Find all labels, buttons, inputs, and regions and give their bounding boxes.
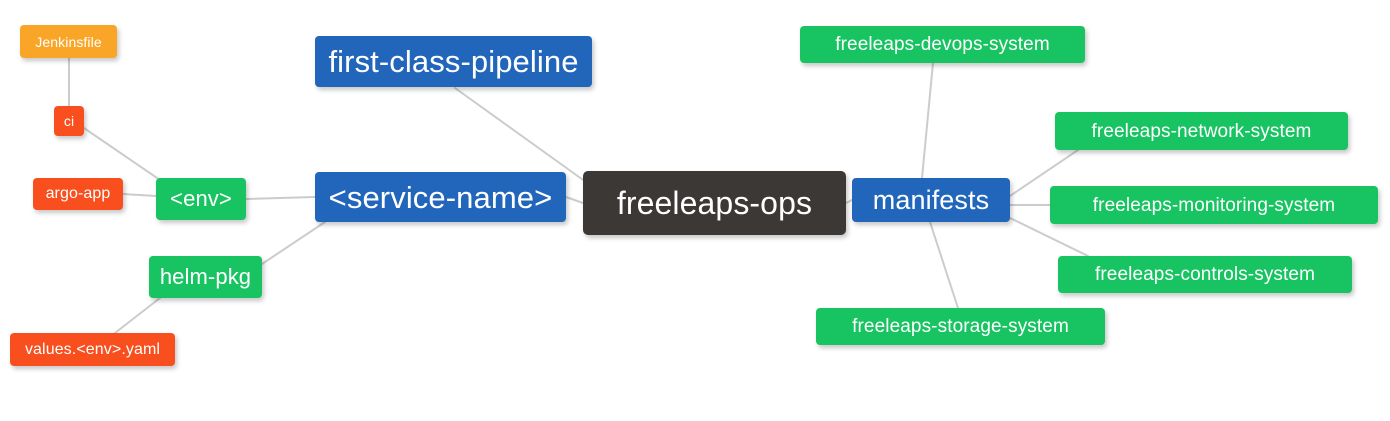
mindmap-node-label: freeleaps-controls-system [1094,264,1316,285]
mindmap-node-controls[interactable]: freeleaps-controls-system [1058,256,1352,293]
edge-manifests-to-storage [929,221,959,309]
edge-manifests-to-devops [921,62,934,179]
edge-service-to-env [245,196,316,200]
edge-helm-to-valuesyaml [114,297,161,334]
mindmap-node-label: first-class-pipeline [328,44,579,79]
mindmap-node-env[interactable]: <env> [156,178,246,220]
mindmap-node-label: freeleaps-storage-system [852,316,1069,337]
mindmap-node-manifests[interactable]: manifests [852,178,1010,222]
mindmap-node-helm[interactable]: helm-pkg [149,256,262,298]
mindmap-node-valuesyaml[interactable]: values.<env>.yaml [10,333,175,366]
mindmap-node-root[interactable]: freeleaps-ops [583,171,846,235]
mindmap-node-argoapp[interactable]: argo-app [33,178,123,210]
mindmap-node-label: ci [63,113,75,129]
mindmap-node-service[interactable]: <service-name> [315,172,566,222]
mindmap-node-label: <service-name> [328,179,553,215]
mindmap-node-label: helm-pkg [159,264,252,289]
edge-env-to-ci [83,127,161,181]
mindmap-node-label: freeleaps-network-system [1091,120,1312,142]
edge-root-to-pipeline [454,87,587,183]
mindmap-node-label: freeleaps-devops-system [835,34,1050,55]
mindmap-node-devops[interactable]: freeleaps-devops-system [800,26,1085,63]
mindmap-node-monitoring[interactable]: freeleaps-monitoring-system [1050,186,1378,224]
mindmap-node-ci[interactable]: ci [54,106,84,136]
edge-env-to-argoapp [122,193,157,197]
mindmap-node-pipeline[interactable]: first-class-pipeline [315,36,592,87]
mindmap-node-label: values.<env>.yaml [24,340,161,358]
mindmap-node-label: argo-app [45,185,111,202]
mindmap-node-label: manifests [872,184,990,215]
mindmap-node-jenkinsfile[interactable]: Jenkinsfile [20,25,117,58]
mindmap-node-label: Jenkinsfile [35,33,102,50]
mindmap-node-label: freeleaps-ops [616,185,813,221]
edge-root-to-service [565,196,584,204]
mindmap-node-storage[interactable]: freeleaps-storage-system [816,308,1105,345]
edge-service-to-helm [261,221,326,265]
mindmap-node-label: freeleaps-monitoring-system [1092,194,1336,216]
mindmap-node-network[interactable]: freeleaps-network-system [1055,112,1348,150]
mindmap-node-label: <env> [170,186,232,211]
